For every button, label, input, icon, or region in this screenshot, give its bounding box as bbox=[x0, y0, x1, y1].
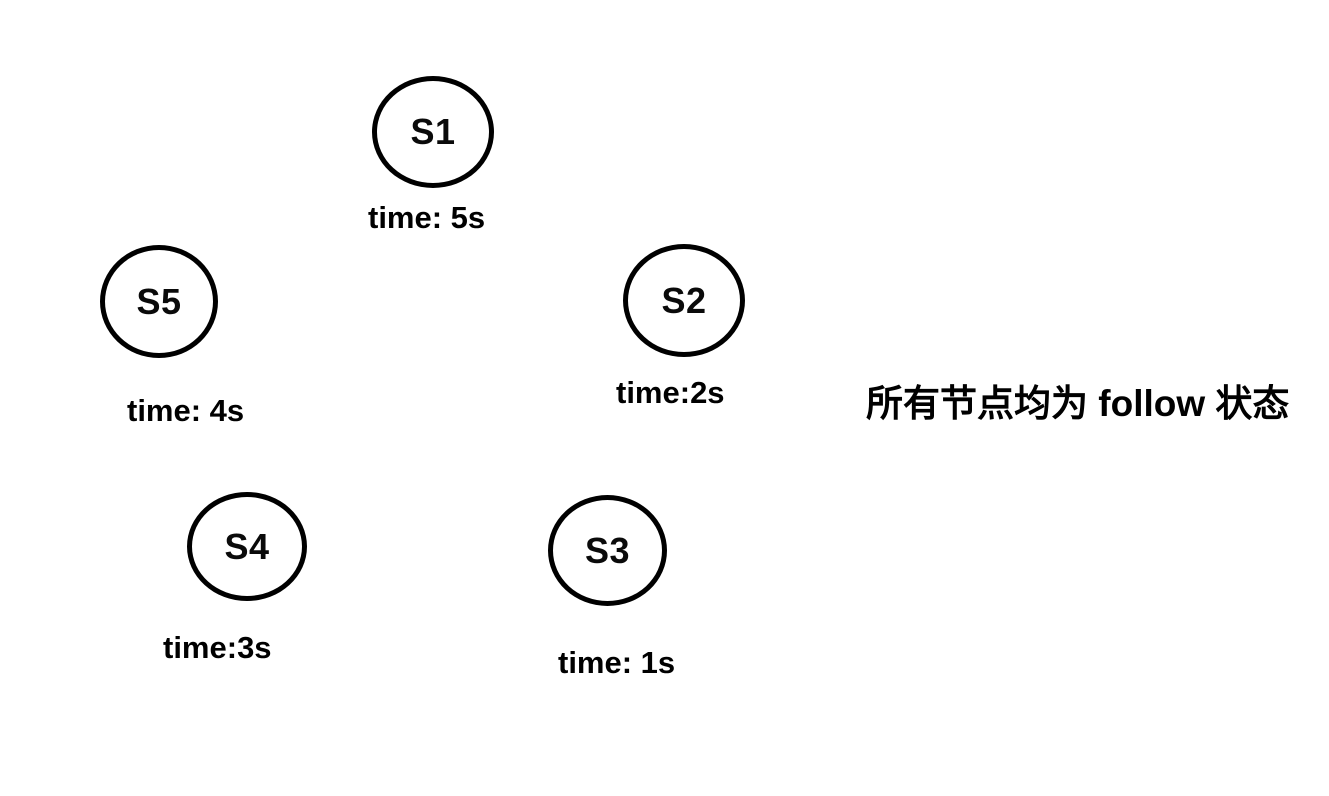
node-s3-circle: S3 bbox=[548, 495, 667, 606]
node-s5-time-label: time: 4s bbox=[127, 393, 245, 428]
node-s2-time-label: time:2s bbox=[616, 375, 725, 410]
node-s1-circle: S1 bbox=[372, 76, 494, 188]
node-s1-time-label: time: 5s bbox=[368, 200, 486, 235]
node-s4-label: S4 bbox=[224, 525, 270, 567]
node-s4-circle: S4 bbox=[187, 492, 307, 601]
node-s3-time-label: time: 1s bbox=[558, 645, 676, 680]
node-s2-label: S2 bbox=[661, 279, 707, 321]
node-s5-label: S5 bbox=[136, 280, 182, 322]
node-s3-label: S3 bbox=[584, 529, 631, 571]
node-s5-circle: S5 bbox=[100, 245, 218, 358]
annotation-text: 所有节点均为 follow 状态 bbox=[866, 383, 1290, 424]
node-s2-circle: S2 bbox=[623, 244, 745, 357]
node-s1-label: S1 bbox=[410, 111, 456, 152]
node-s4-time-label: time:3s bbox=[163, 630, 272, 665]
